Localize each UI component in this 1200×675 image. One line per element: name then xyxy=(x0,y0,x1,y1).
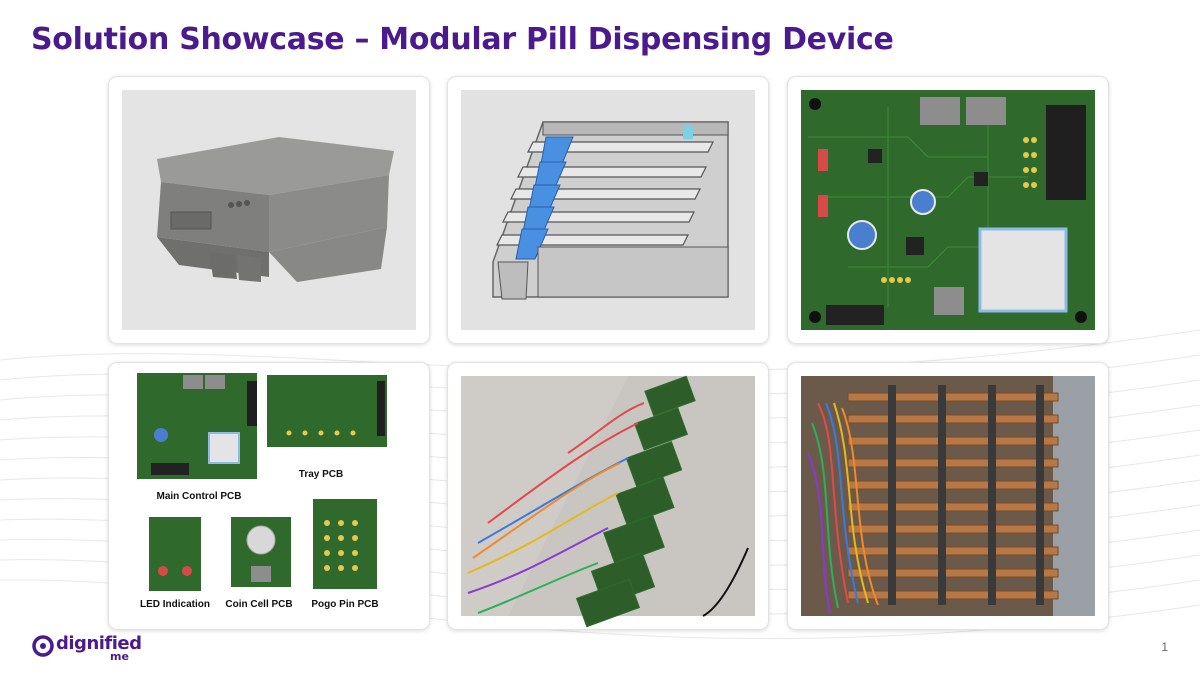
image-card-main-pcb xyxy=(787,76,1109,344)
pcb-chain-photo xyxy=(461,375,755,628)
image-card-3d-render xyxy=(108,76,430,344)
main-pcb-image xyxy=(801,90,1095,330)
logo-mark-icon xyxy=(32,635,54,657)
page-number: 1 xyxy=(1161,640,1168,654)
logo-wordmark: dignified xyxy=(56,633,142,654)
logo-suffix: me xyxy=(110,650,129,663)
dignified-me-logo: dignified me xyxy=(32,633,142,663)
image-card-pcb-chain-photo xyxy=(447,362,769,630)
pcb-stack-photo xyxy=(801,376,1095,616)
image-card-cross-section xyxy=(447,76,769,344)
device-3d-render-image xyxy=(122,90,416,330)
image-card-stack-photo xyxy=(787,362,1109,630)
image-card-pcb-collage: Main Control PCB Tray PCB LED Indication… xyxy=(108,362,430,630)
label-coin-cell-pcb: Coin Cell PCB xyxy=(225,599,293,610)
label-led-indication: LED Indication xyxy=(140,599,210,610)
pcb-collage-image xyxy=(137,373,387,591)
label-pogo-pin-pcb: Pogo Pin PCB xyxy=(311,599,379,610)
label-tray-pcb: Tray PCB xyxy=(298,469,344,480)
slide-title: Solution Showcase – Modular Pill Dispens… xyxy=(31,22,894,57)
label-main-control-pcb: Main Control PCB xyxy=(156,491,242,502)
device-cross-section-image xyxy=(461,90,755,330)
